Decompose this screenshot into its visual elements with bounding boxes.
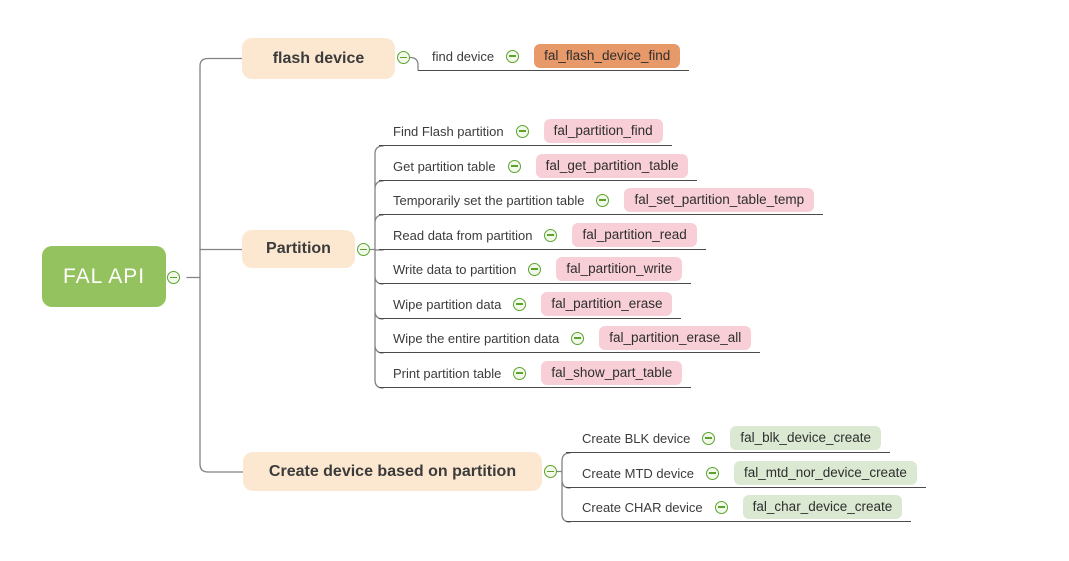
topic-row: Print partition table fal_show_part_tabl… bbox=[379, 359, 692, 388]
function-node[interactable]: fal_partition_find bbox=[543, 119, 663, 143]
branch-node-flash-device[interactable]: flash device bbox=[242, 38, 395, 79]
function-node[interactable]: fal_get_partition_table bbox=[535, 154, 689, 178]
topic-row: Find Flash partition fal_partition_find bbox=[379, 117, 672, 146]
function-node[interactable]: fal_char_device_create bbox=[742, 495, 903, 519]
topic-row: Temporarily set the partition table fal_… bbox=[379, 186, 824, 215]
collapse-icon[interactable] bbox=[507, 159, 521, 173]
topic-label[interactable]: Find Flash partition bbox=[393, 123, 504, 139]
function-node[interactable]: fal_partition_erase_all bbox=[599, 326, 752, 350]
function-node[interactable]: fal_partition_erase bbox=[541, 292, 673, 316]
function-node[interactable]: fal_mtd_nor_device_create bbox=[733, 461, 917, 485]
topic-label[interactable]: Read data from partition bbox=[393, 227, 533, 243]
collapse-icon[interactable] bbox=[544, 228, 558, 242]
topic-row: Wipe the entire partition data fal_parti… bbox=[379, 324, 761, 353]
create-collapse-icon[interactable] bbox=[544, 465, 557, 478]
collapse-icon[interactable] bbox=[702, 431, 716, 445]
collapse-icon[interactable] bbox=[705, 466, 719, 480]
function-node[interactable]: fal_flash_device_find bbox=[534, 44, 681, 68]
topic-label[interactable]: Temporarily set the partition table bbox=[393, 192, 585, 208]
collapse-icon[interactable] bbox=[571, 331, 585, 345]
function-node[interactable]: fal_blk_device_create bbox=[730, 426, 881, 450]
branch-node-create-device[interactable]: Create device based on partition bbox=[243, 452, 542, 491]
function-node[interactable]: fal_show_part_table bbox=[541, 361, 683, 385]
collapse-icon[interactable] bbox=[513, 297, 527, 311]
collapse-icon[interactable] bbox=[515, 124, 529, 138]
function-node[interactable]: fal_partition_write bbox=[556, 257, 683, 281]
branch-node-partition[interactable]: Partition bbox=[242, 230, 355, 268]
topic-label[interactable]: Create MTD device bbox=[582, 465, 694, 481]
root-node[interactable]: FAL API bbox=[42, 246, 166, 307]
function-node[interactable]: fal_partition_read bbox=[572, 223, 697, 247]
collapse-icon[interactable] bbox=[513, 366, 527, 380]
topic-row: Get partition table fal_get_partition_ta… bbox=[379, 152, 698, 181]
topic-label[interactable]: Wipe the entire partition data bbox=[393, 330, 560, 346]
flash-collapse-icon[interactable] bbox=[397, 51, 410, 64]
topic-row: find device fal_flash_device_find bbox=[418, 42, 690, 71]
partition-collapse-icon[interactable] bbox=[357, 243, 370, 256]
collapse-icon[interactable] bbox=[506, 49, 520, 63]
topic-row: Create CHAR device fal_char_device_creat… bbox=[566, 493, 912, 522]
topic-label[interactable]: Write data to partition bbox=[393, 261, 517, 277]
collapse-icon[interactable] bbox=[528, 262, 542, 276]
root-collapse-icon[interactable] bbox=[167, 271, 180, 284]
topic-row: Create BLK device fal_blk_device_create bbox=[566, 424, 890, 453]
topic-label[interactable]: Create CHAR device bbox=[582, 499, 703, 515]
collapse-icon[interactable] bbox=[596, 193, 610, 207]
topic-label[interactable]: Print partition table bbox=[393, 365, 502, 381]
function-node[interactable]: fal_set_partition_table_temp bbox=[624, 188, 815, 212]
topic-row: Write data to partition fal_partition_wr… bbox=[379, 255, 692, 284]
topic-row: Read data from partition fal_partition_r… bbox=[379, 221, 706, 250]
topic-label[interactable]: Create BLK device bbox=[582, 430, 691, 446]
topic-label[interactable]: find device bbox=[432, 48, 495, 64]
collapse-icon[interactable] bbox=[714, 500, 728, 514]
topic-label[interactable]: Wipe partition data bbox=[393, 296, 502, 312]
topic-row: Create MTD device fal_mtd_nor_device_cre… bbox=[566, 459, 926, 488]
topic-row: Wipe partition data fal_partition_erase bbox=[379, 290, 682, 319]
topic-label[interactable]: Get partition table bbox=[393, 158, 496, 174]
